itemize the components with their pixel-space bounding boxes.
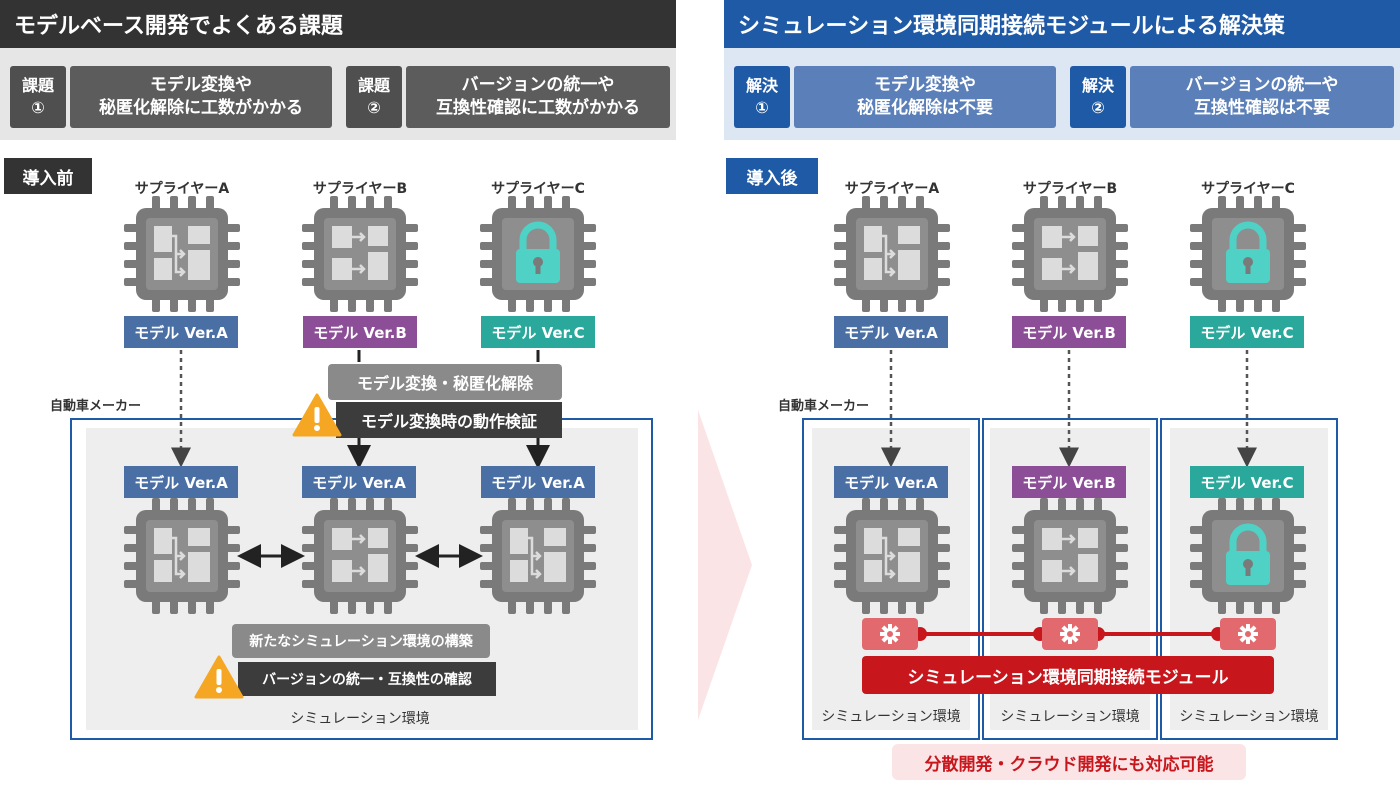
chip-icon	[1012, 498, 1128, 614]
footer-note: 分散開発・クラウド開発にも対応可能	[892, 744, 1246, 780]
new-sim-bar: 新たなシミュレーション環境の構築	[232, 624, 490, 658]
sim-env-label-left: シミュレーション環境	[290, 711, 430, 727]
maker-label-left: 自動車メーカー	[50, 399, 142, 414]
gear-icon	[1220, 618, 1276, 650]
issue-1-text: モデル変換や 秘匿化解除に工数がかかる	[70, 66, 332, 128]
chip-icon	[834, 498, 950, 614]
supplier-c-label-right: サプライヤーC	[1201, 181, 1295, 197]
maker-box-right-1	[802, 418, 980, 740]
section-before: 導入前	[4, 158, 92, 194]
conversion-bar: モデル変換・秘匿化解除	[328, 364, 562, 400]
right-title: シミュレーション環境同期接続モジュールによる解決策	[724, 0, 1400, 48]
model-tag-a: モデル Ver.A	[124, 316, 238, 348]
model-tag-bottom-right-2: モデル Ver.B	[1012, 466, 1126, 498]
left-title: モデルベース開発でよくある課題	[0, 0, 676, 48]
supplier-a-label-right: サプライヤーA	[844, 181, 940, 197]
issue-1-tag: 課題 ①	[10, 66, 66, 128]
left-connectors	[171, 350, 550, 568]
model-tag-b: モデル Ver.B	[303, 316, 417, 348]
sim-env-label-right-3: シミュレーション環境	[1179, 709, 1319, 725]
issue-2-tag: 課題 ②	[346, 66, 402, 128]
verification-bar: モデル変換時の動作検証	[336, 402, 562, 438]
model-tag-bottom-3: モデル Ver.A	[481, 466, 595, 498]
maker-box-right-3	[1160, 418, 1338, 740]
chip-icon	[302, 498, 418, 614]
model-tag-c-right: モデル Ver.C	[1190, 316, 1304, 348]
model-tag-bottom-2: モデル Ver.A	[302, 466, 416, 498]
section-after: 導入後	[726, 158, 818, 194]
lock-icon	[1190, 498, 1306, 614]
warning-icon	[292, 393, 342, 437]
version-check-bar: バージョンの統一・互換性の確認	[238, 662, 496, 696]
model-tag-a-right: モデル Ver.A	[834, 316, 948, 348]
model-tag-bottom-right-3: モデル Ver.C	[1190, 466, 1304, 498]
solution-1-tag: 解決 ①	[734, 66, 790, 128]
chip-icon	[124, 498, 240, 614]
supplier-b-label: サプライヤーB	[312, 181, 408, 197]
maker-box-right-2	[982, 418, 1158, 740]
issue-2-text: バージョンの統一や 互換性確認に工数がかかる	[406, 66, 670, 128]
warning-icon	[194, 655, 244, 699]
gear-icon	[1042, 618, 1098, 650]
gear-icon	[862, 618, 918, 650]
solution-2-text: バージョンの統一や 互換性確認は不要	[1130, 66, 1394, 128]
solution-1-text: モデル変換や 秘匿化解除は不要	[794, 66, 1056, 128]
supplier-a-label: サプライヤーA	[134, 181, 230, 197]
sim-env-label-right-1: シミュレーション環境	[821, 709, 961, 725]
arrow-right-icon	[698, 410, 752, 720]
model-tag-bottom-right-1: モデル Ver.A	[834, 466, 948, 498]
maker-label-right: 自動車メーカー	[778, 399, 870, 414]
solution-2-tag: 解決 ②	[1070, 66, 1126, 128]
chip-icon	[480, 498, 596, 614]
supplier-c-label: サプライヤーC	[491, 181, 585, 197]
supplier-b-label-right: サプライヤーB	[1022, 181, 1118, 197]
model-tag-bottom-1: モデル Ver.A	[124, 466, 238, 498]
model-tag-b-right: モデル Ver.B	[1012, 316, 1126, 348]
sync-module-bar: シミュレーション環境同期接続モジュール	[862, 656, 1274, 694]
sim-env-label-right-2: シミュレーション環境	[1000, 709, 1140, 725]
model-tag-c: モデル Ver.C	[481, 316, 595, 348]
